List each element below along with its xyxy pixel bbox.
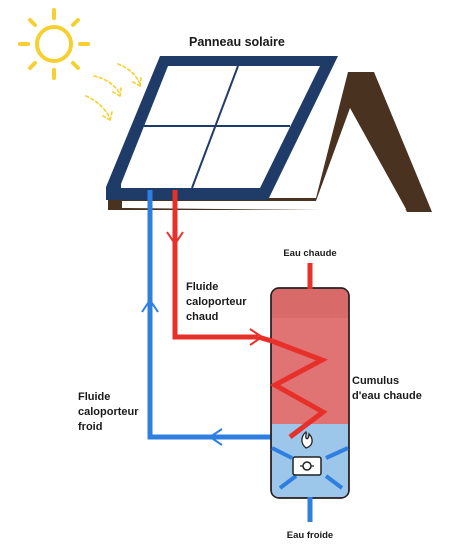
- heater-box: [292, 456, 322, 476]
- solar-panel: [106, 56, 338, 200]
- cold-fluid-label: Fluide caloporteur froid: [78, 391, 139, 433]
- hot-fluid-pipe: [172, 190, 258, 340]
- hot-water-label: Eau chaude: [283, 248, 337, 259]
- panel-label: Panneau solaire: [189, 35, 285, 49]
- flame-icon: [301, 430, 313, 449]
- hot-fluid-label: Fluide caloporteur chaud: [186, 281, 247, 323]
- hot-flow-arrow-down-icon: [166, 231, 184, 246]
- hot-water-tank: [269, 287, 350, 499]
- cold-flow-arrow-up-icon: [141, 298, 159, 313]
- sun-icon: [18, 8, 90, 80]
- tank-label: Cumulus d'eau chaude: [352, 375, 422, 402]
- cold-water-label: Eau froide: [286, 530, 334, 541]
- cold-flow-arrow-left-icon: [208, 428, 223, 446]
- sun-rays-icon: [85, 63, 142, 121]
